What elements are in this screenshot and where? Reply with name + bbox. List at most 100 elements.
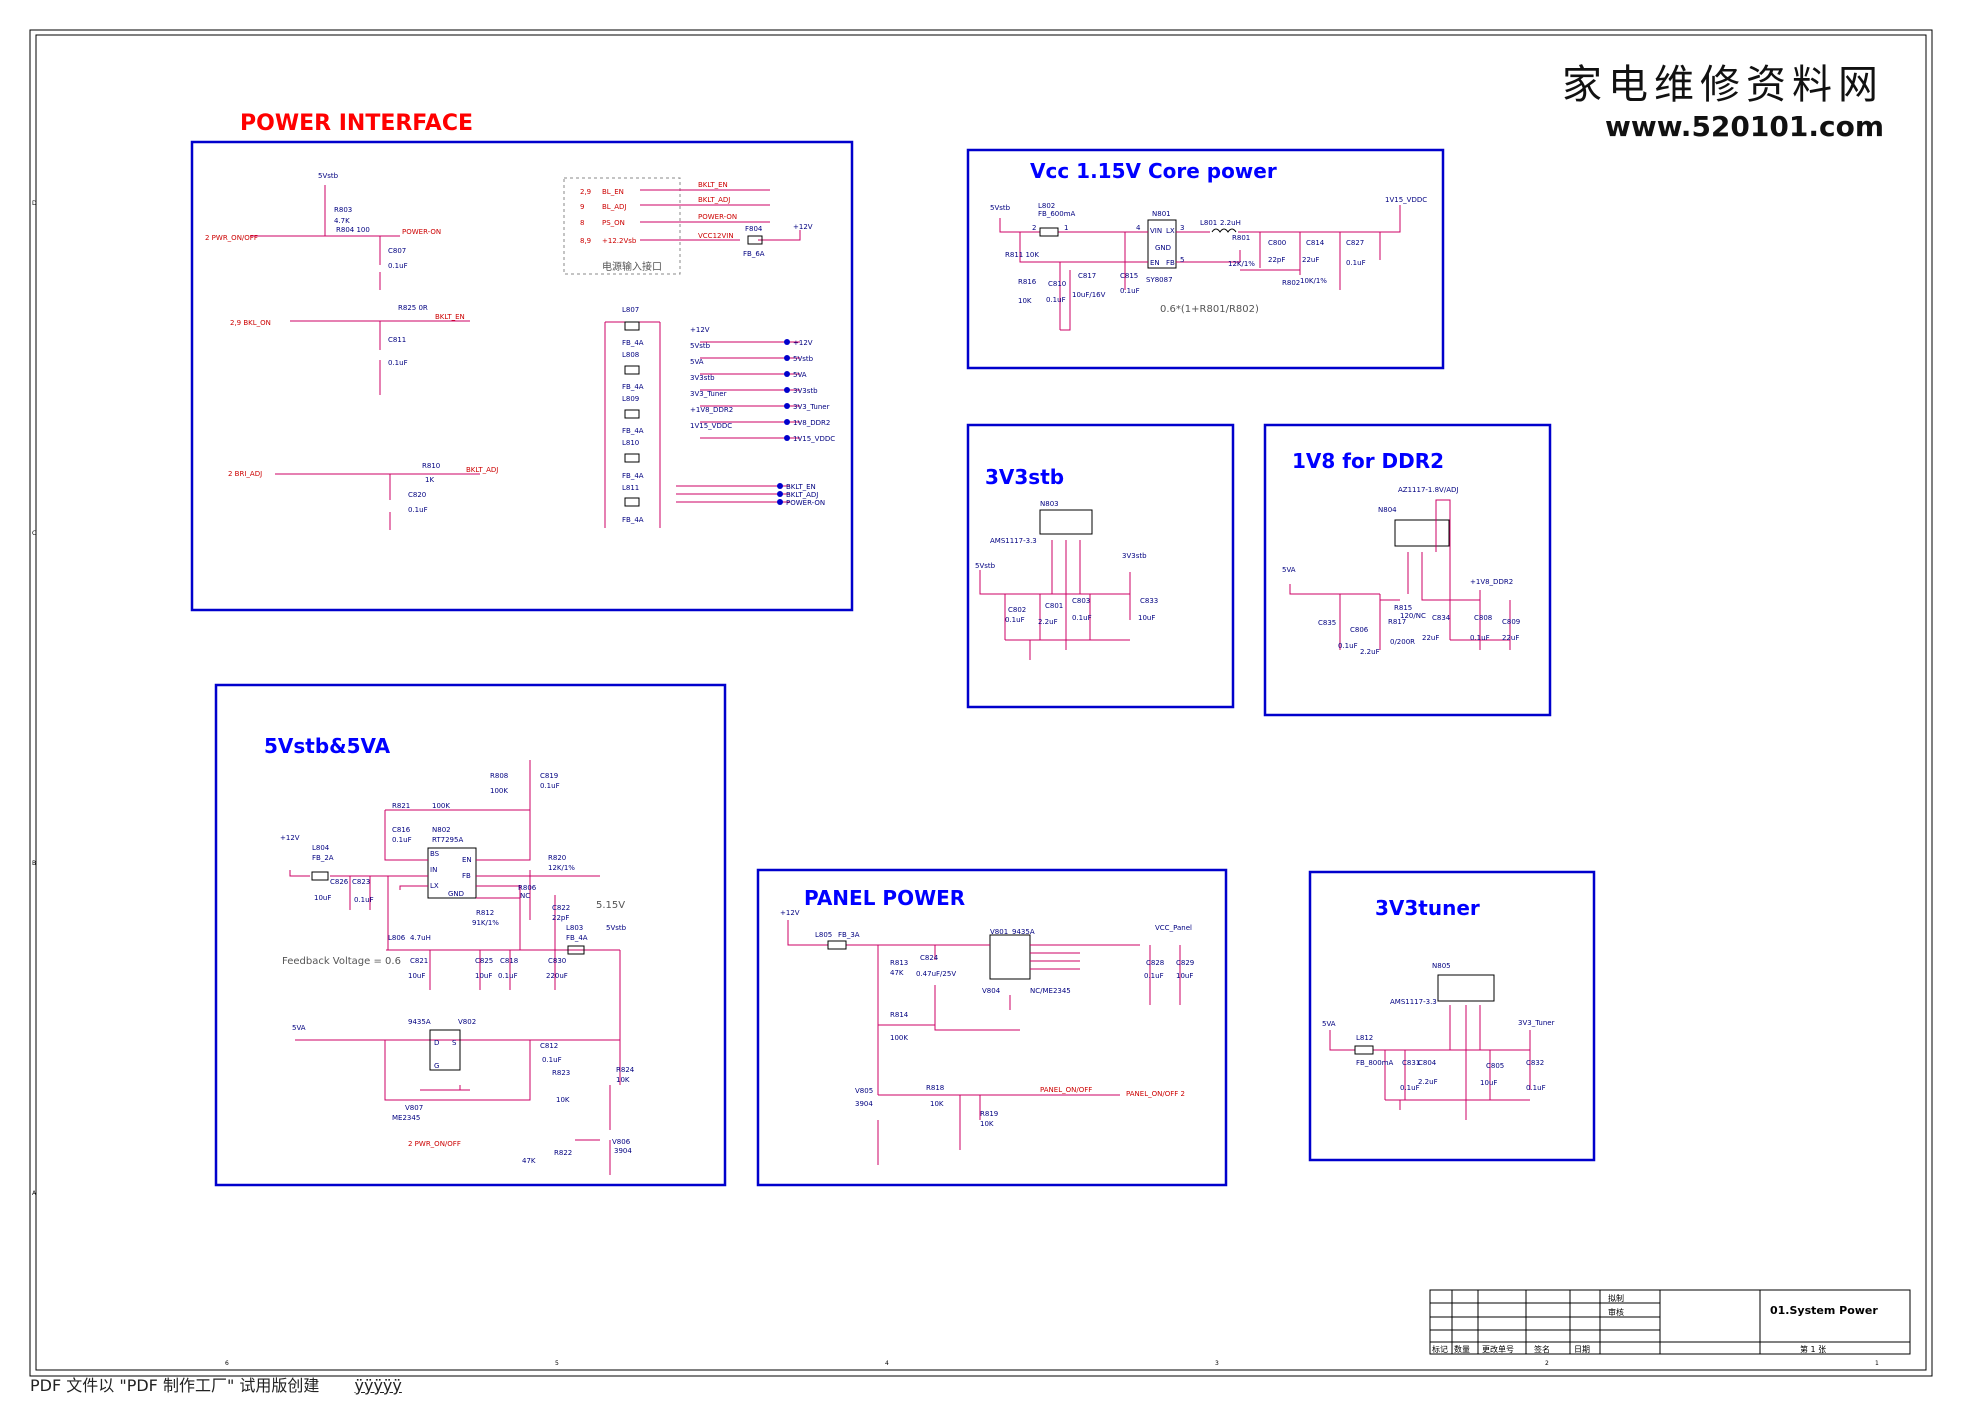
pi-connector-label: F804	[745, 225, 763, 233]
v18-label: C835	[1318, 619, 1336, 627]
pi-connector-label: BL_ADJ	[602, 203, 626, 211]
pi-connector-label: +12.2Vsb	[602, 237, 637, 245]
tuner-label: C804	[1418, 1059, 1437, 1067]
v18-labels: AZ1117-1.8V/ADJ N804 5VA +1V8_DDR2 C835 …	[1282, 486, 1520, 656]
pi-label: 1K	[425, 476, 434, 484]
v5-label: C822	[552, 904, 570, 912]
v5-label: C812	[540, 1042, 558, 1050]
pi-bead-label: L810	[622, 439, 639, 447]
v18-label: 22uF	[1502, 634, 1519, 642]
core-label: FB	[1166, 259, 1175, 267]
v5-label: 9435A	[408, 1018, 431, 1026]
pi-connector-label: 8	[580, 219, 584, 227]
v18-box	[1263, 423, 1552, 717]
panel-label: 3904	[855, 1100, 873, 1108]
v18-label: C809	[1502, 618, 1520, 626]
v5-label: 22pF	[552, 914, 569, 922]
core-label: 0.1uF	[1346, 259, 1366, 267]
core-label: FB_600mA	[1038, 210, 1076, 218]
core-label: 22uF	[1302, 256, 1319, 264]
tuner-label: 10uF	[1480, 1079, 1497, 1087]
panel-power-circuit	[787, 920, 1181, 1165]
v18-label: C834	[1432, 614, 1451, 622]
panel-label: C828	[1146, 959, 1164, 967]
v5-label: V806	[612, 1138, 631, 1146]
tuner-label: N805	[1432, 962, 1451, 970]
tuner-circuit	[1329, 974, 1531, 1120]
v3stb-labels: N803 AMS1117-3.3 5Vstb 3V3stb C802 0.1uF…	[975, 500, 1158, 626]
core-label: 0.1uF	[1046, 296, 1066, 304]
pi-label: 2 PWR_ON/OFF	[205, 234, 258, 242]
pi-port-label: 1V15_VDDC	[793, 435, 835, 443]
core-label: 5	[1180, 256, 1184, 264]
v515-note: 5.15V	[596, 900, 625, 911]
section-title-1v8: 1V8 for DDR2	[1292, 449, 1444, 473]
v5-label: C821	[410, 957, 428, 965]
sheet-frame	[35, 34, 1927, 1371]
core-label: 3	[1180, 224, 1184, 232]
pi-rail-label: 5VA	[690, 358, 704, 366]
panel-label: 0.1uF	[1144, 972, 1164, 980]
pi-label: C807	[388, 247, 406, 255]
core-label: R802	[1282, 279, 1300, 287]
v5-label: L806	[388, 934, 406, 942]
tuner-label: C832	[1526, 1059, 1544, 1067]
pi-rail-label: 5Vstb	[690, 342, 711, 350]
core-label: C814	[1306, 239, 1325, 247]
pi-connector-label: +12V	[793, 223, 813, 231]
footer-link[interactable]: ÿÿÿÿÿ	[354, 1376, 402, 1395]
border-mark: C	[32, 530, 36, 537]
pi-label: 2,9 BKL_ON	[230, 319, 271, 327]
pi-label: R804 100	[336, 226, 370, 234]
pi-label: R810	[422, 462, 440, 470]
tuner-label: L812	[1356, 1034, 1373, 1042]
tuner-label: 0.1uF	[1526, 1084, 1546, 1092]
panel-label: 10uF	[1176, 972, 1193, 980]
panel-label: L805	[815, 931, 832, 939]
titleblock-draw: 拟制	[1608, 1293, 1624, 1303]
pi-bead-label: FB_4A	[622, 516, 644, 524]
pi-rail-label: +1V8_DDR2	[690, 406, 733, 414]
power-interface-box	[190, 140, 854, 612]
v18-label: N804	[1378, 506, 1397, 514]
v3stb-label: 3V3stb	[1122, 552, 1147, 560]
core-label: R816	[1018, 278, 1037, 286]
v3stb-circuit	[979, 509, 1131, 660]
v18-label: C806	[1350, 626, 1369, 634]
core-label: 2.2uH	[1220, 219, 1241, 227]
titleblock-col: 标记	[1432, 1344, 1448, 1354]
panel-label: FB_3A	[838, 931, 860, 939]
v5-label: BS	[430, 850, 440, 858]
core-label: EN	[1150, 259, 1160, 267]
tuner-labels: N805 AMS1117-3.3 5VA L812 FB_800mA 3V3_T…	[1322, 962, 1555, 1092]
tuner-label: C805	[1486, 1062, 1504, 1070]
pi-rail-label: +12V	[690, 326, 710, 334]
core-label: C815	[1120, 272, 1138, 280]
core-label: LX	[1166, 227, 1175, 235]
v5-label: V802	[458, 1018, 476, 1026]
pi-label: C820	[408, 491, 426, 499]
panel-label: 10K	[930, 1100, 944, 1108]
titleblock-col: 签名	[1534, 1344, 1550, 1354]
pi-bead-label: FB_4A	[622, 427, 644, 435]
core-power-labels: 5Vstb L802 FB_600mA N801 VIN LX GND EN F…	[990, 196, 1427, 315]
v3stb-label: 0.1uF	[1072, 614, 1092, 622]
pi-connector-label: POWER-ON	[698, 213, 737, 221]
titleblock-col: 日期	[1574, 1345, 1590, 1354]
v5-label: 12K/1%	[548, 864, 575, 872]
titleblock-drawing-name: 01.System Power	[1770, 1304, 1878, 1317]
v5-label: R822	[554, 1149, 572, 1157]
panel-label: C829	[1176, 959, 1194, 967]
pi-label: 4.7K	[334, 217, 350, 225]
pi-bead-label: L808	[622, 351, 639, 359]
v18-label: 0.1uF	[1470, 634, 1490, 642]
v18-label: 5VA	[1282, 566, 1296, 574]
v5-label: 10uF	[475, 972, 492, 980]
core-label: 10K	[1018, 297, 1032, 305]
pi-label: 5Vstb	[318, 172, 339, 180]
pi-port-label: 3V3stb	[793, 387, 818, 395]
core-label: 1	[1064, 224, 1068, 232]
panel-label: V804	[982, 987, 1001, 995]
border-mark: D	[32, 200, 37, 207]
